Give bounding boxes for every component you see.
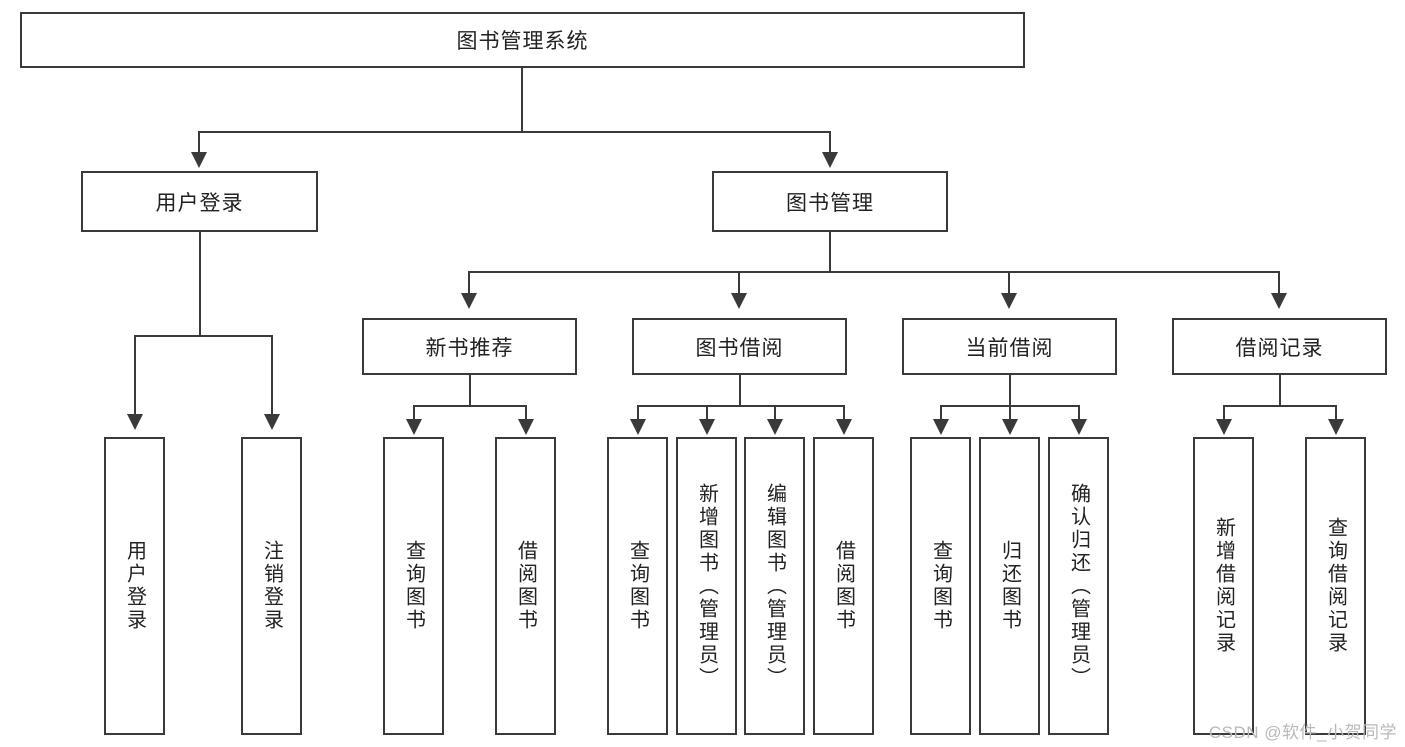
arrowhead-book-borrow-leaf-3	[767, 419, 783, 435]
node-label: 借阅图书	[832, 540, 855, 632]
connector-book-manage-branch-2	[738, 271, 740, 296]
connector-book-manage-branch-4	[1278, 271, 1280, 296]
connector-new-book-stem	[469, 375, 471, 406]
csdn-watermark: CSDN @软件_小贺同学	[1208, 723, 1397, 742]
connector-new-book-bar	[413, 405, 526, 407]
connector-new-book-branch-1	[413, 405, 415, 421]
node-label: 借阅记录	[1235, 336, 1324, 360]
leaf-return-book[interactable]: 归还图书	[979, 437, 1040, 735]
node-book-management-system[interactable]: 图书管理系统	[20, 12, 1025, 68]
arrowhead-to-book-borrow	[731, 293, 747, 309]
connector-borrow-record-stem	[1279, 375, 1281, 406]
node-label: 归还图书	[998, 540, 1021, 632]
leaf-edit-book-admin[interactable]: 编辑图书（管理员）	[744, 437, 805, 735]
connector-book-borrow-branch-4	[843, 405, 845, 421]
node-label: 用户登录	[155, 191, 244, 215]
connector-user-login-stem	[199, 232, 201, 336]
leaf-borrow-book[interactable]: 借阅图书	[813, 437, 874, 735]
node-label: 编辑图书（管理员）	[763, 482, 786, 690]
connector-user-login-branch-2	[271, 335, 273, 417]
node-current-borrow[interactable]: 当前借阅	[902, 318, 1117, 375]
connector-borrow-record-bar	[1223, 405, 1336, 407]
node-book-management[interactable]: 图书管理	[712, 171, 948, 232]
connector-book-borrow-branch-3	[774, 405, 776, 421]
connector-root-to-book-manage	[829, 131, 831, 155]
node-book-borrow[interactable]: 图书借阅	[632, 318, 847, 375]
node-new-book-recommend[interactable]: 新书推荐	[362, 318, 577, 375]
connector-book-manage-stem	[829, 232, 831, 272]
connector-current-borrow-branch-3	[1078, 405, 1080, 421]
leaf-user-login[interactable]: 用户登录	[104, 437, 165, 735]
leaf-add-borrow-record[interactable]: 新增借阅记录	[1193, 437, 1254, 735]
connector-book-manage-bar	[468, 271, 1280, 273]
node-label: 图书借阅	[695, 336, 784, 360]
connector-current-borrow-branch-1	[940, 405, 942, 421]
arrowhead-root-to-user-login	[191, 152, 207, 168]
leaf-query-borrow-record[interactable]: 查询借阅记录	[1305, 437, 1366, 735]
arrowhead-user-login-leaf-2	[264, 414, 280, 430]
connector-root-stem	[521, 68, 523, 132]
connector-user-login-branch-1	[134, 335, 136, 417]
node-label: 查询图书	[929, 540, 952, 632]
node-label: 图书管理系统	[456, 30, 589, 53]
connector-borrow-record-branch-1	[1223, 405, 1225, 421]
connector-book-manage-branch-1	[468, 271, 470, 296]
node-label: 当前借阅	[965, 336, 1054, 360]
node-label: 新书推荐	[425, 336, 514, 360]
arrowhead-book-borrow-leaf-2	[699, 419, 715, 435]
leaf-query-book-borrow[interactable]: 查询图书	[607, 437, 668, 735]
connector-book-borrow-branch-2	[706, 405, 708, 421]
arrowhead-root-to-book-manage	[822, 152, 838, 168]
connector-book-manage-branch-3	[1008, 271, 1010, 296]
connector-new-book-branch-2	[525, 405, 527, 421]
connector-book-borrow-branch-1	[637, 405, 639, 421]
leaf-query-book-recommend[interactable]: 查询图书	[383, 437, 444, 735]
node-label: 用户登录	[123, 540, 146, 632]
connector-book-borrow-bar	[637, 405, 845, 407]
arrowhead-new-book-leaf-1	[406, 419, 422, 435]
arrowhead-to-current-borrow	[1001, 293, 1017, 309]
node-user-login[interactable]: 用户登录	[81, 171, 318, 232]
node-label: 查询图书	[402, 540, 425, 632]
node-label: 借阅图书	[514, 540, 537, 632]
arrowhead-to-new-book-recommend	[461, 293, 477, 309]
node-label: 新增图书（管理员）	[695, 482, 718, 690]
connector-root-to-user-login	[198, 131, 200, 155]
node-label: 图书管理	[786, 191, 874, 215]
arrowhead-user-login-leaf-1	[127, 414, 143, 430]
arrowhead-current-borrow-leaf-1	[933, 419, 949, 435]
arrowhead-current-borrow-leaf-3	[1071, 419, 1087, 435]
leaf-add-book-admin[interactable]: 新增图书（管理员）	[676, 437, 737, 735]
connector-current-borrow-stem	[1009, 375, 1011, 406]
connector-book-borrow-stem	[739, 375, 741, 406]
node-label: 查询借阅记录	[1324, 517, 1347, 655]
arrowhead-borrow-record-leaf-1	[1216, 419, 1232, 435]
connector-borrow-record-branch-2	[1335, 405, 1337, 421]
leaf-borrow-book-recommend[interactable]: 借阅图书	[495, 437, 556, 735]
node-borrow-record[interactable]: 借阅记录	[1172, 318, 1387, 375]
connector-root-bar	[198, 131, 831, 133]
leaf-confirm-return-admin[interactable]: 确认归还（管理员）	[1048, 437, 1109, 735]
node-label: 确认归还（管理员）	[1067, 482, 1090, 690]
arrowhead-borrow-record-leaf-2	[1328, 419, 1344, 435]
node-label: 查询图书	[626, 540, 649, 632]
leaf-query-book-current[interactable]: 查询图书	[910, 437, 971, 735]
node-label: 注销登录	[260, 540, 283, 632]
leaf-user-logout[interactable]: 注销登录	[241, 437, 302, 735]
arrowhead-book-borrow-leaf-1	[630, 419, 646, 435]
arrowhead-to-borrow-record	[1271, 293, 1287, 309]
arrowhead-book-borrow-leaf-4	[836, 419, 852, 435]
arrowhead-new-book-leaf-2	[518, 419, 534, 435]
node-label: 新增借阅记录	[1212, 517, 1235, 655]
connector-current-borrow-branch-2	[1009, 405, 1011, 421]
connector-user-login-bar	[134, 335, 272, 337]
arrowhead-current-borrow-leaf-2	[1002, 419, 1018, 435]
